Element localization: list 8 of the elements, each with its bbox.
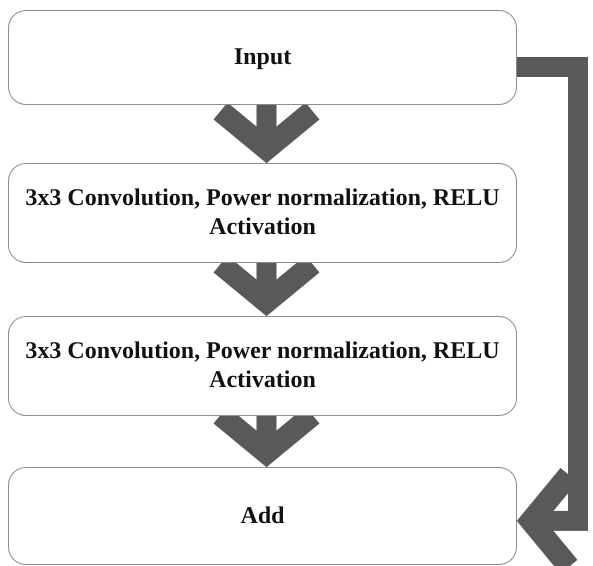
box-label: 3x3 Convolution, Power normalization, RELU Activation	[24, 184, 501, 242]
box-label: Add	[240, 502, 285, 530]
process-box	[8, 163, 517, 263]
process-box	[8, 10, 517, 105]
box-label: Input	[234, 43, 292, 72]
process-box	[8, 316, 517, 416]
box-label: 3x3 Convolution, Power normalization, RELU Activation	[24, 337, 501, 395]
process-box	[8, 467, 517, 565]
